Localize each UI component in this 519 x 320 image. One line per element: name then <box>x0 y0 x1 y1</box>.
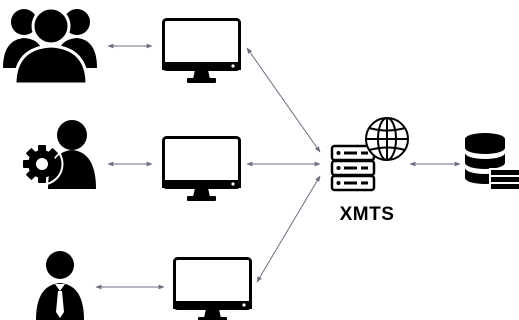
globe-icon <box>365 117 409 161</box>
monitor-icon <box>162 136 241 201</box>
person-tie-icon <box>36 251 84 320</box>
arrow-monitor-bottom-to-server <box>256 175 321 283</box>
people-group-icon <box>3 6 97 86</box>
database-icon <box>465 133 519 192</box>
monitor-icon <box>173 257 252 320</box>
monitor-icon <box>162 18 241 83</box>
person-gear-icon <box>20 120 96 189</box>
server-label: XMTS <box>339 204 395 225</box>
arrow-monitor-top-to-server <box>246 47 321 153</box>
table-icon <box>489 168 519 192</box>
connections <box>95 43 461 290</box>
server-globe-icon <box>330 117 409 192</box>
gear-icon <box>20 142 64 186</box>
